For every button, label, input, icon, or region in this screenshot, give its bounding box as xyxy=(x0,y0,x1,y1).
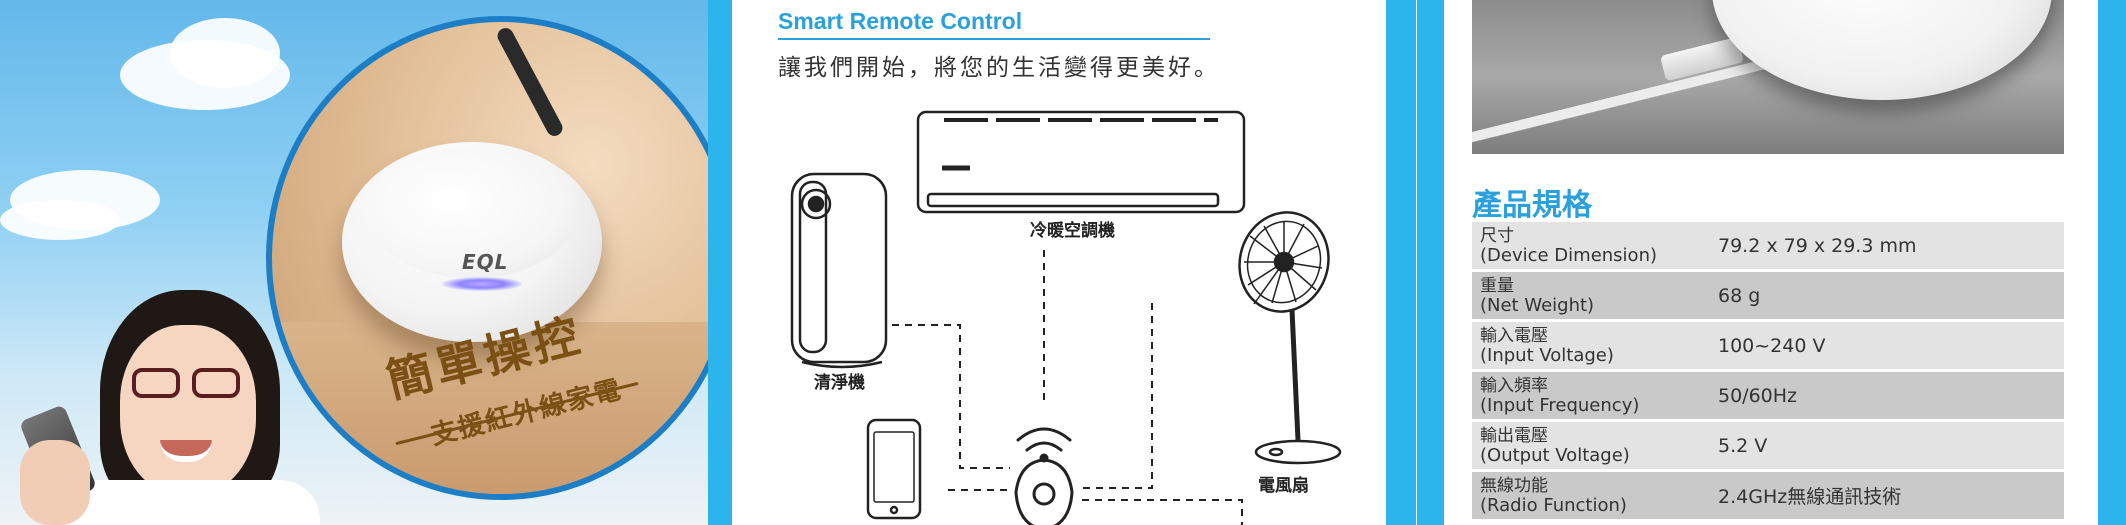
spec-label: 輸入頻率(Input Frequency) xyxy=(1472,375,1704,416)
spec-label-zh: 輸入頻率 xyxy=(1480,375,1548,396)
device-closeup-circle: EQL xyxy=(266,16,708,500)
wifi-signal-icon xyxy=(1016,427,1072,463)
spec-value: 79.2 x 79 x 29.3 mm xyxy=(1718,234,1917,257)
glasses-icon xyxy=(132,368,244,402)
product-photo xyxy=(1472,0,2064,154)
spec-value: 50/60Hz xyxy=(1718,384,1798,407)
spec-label-en: (Input Voltage) xyxy=(1480,344,1614,366)
spec-label-zh: 輸出電壓 xyxy=(1480,425,1548,446)
smiling-girl-figure xyxy=(18,290,320,525)
product-specs-panel: 產品規格 尺寸(Device Dimension) 79.2 x 79 x 29.… xyxy=(1444,0,2098,525)
girl-smile xyxy=(160,440,212,462)
spec-value: 5.2 V xyxy=(1718,434,1768,457)
specs-heading: 產品規格 xyxy=(1472,188,1592,223)
device-photo xyxy=(1712,0,2052,100)
section-tagline: 讓我們開始，將您的生活變得更美好。 xyxy=(778,55,1220,81)
device-top-cover xyxy=(366,148,578,278)
girl-face xyxy=(120,325,256,495)
smart-remote-icon xyxy=(1014,458,1074,525)
air-purifier-label: 清淨機 xyxy=(814,372,865,393)
panel-separator xyxy=(708,0,732,525)
spec-row: 輸入頻率(Input Frequency) 50/60Hz xyxy=(1472,372,2064,419)
spec-label: 無線功能(Radio Function) xyxy=(1472,475,1704,516)
girl-hand xyxy=(20,440,90,525)
spec-label: 輸出電壓(Output Voltage) xyxy=(1472,425,1704,466)
spec-label-en: (Input Frequency) xyxy=(1480,394,1640,416)
spec-label: 重量(Net Weight) xyxy=(1472,275,1704,316)
product-lifestyle-photo: EQL 簡單操控 支援紅外線家電 xyxy=(0,0,708,525)
panel-separator xyxy=(1416,0,1417,525)
panel-separator xyxy=(1417,0,1444,525)
spec-label-zh: 尺寸 xyxy=(1480,225,1514,246)
smart-remote-device: EQL xyxy=(342,142,602,342)
air-purifier-icon xyxy=(790,172,888,369)
device-indicator-light xyxy=(442,277,522,291)
fan-label: 電風扇 xyxy=(1258,475,1309,496)
wooden-table xyxy=(272,322,708,494)
panel-separator xyxy=(1386,0,1416,525)
smartphone-icon xyxy=(866,418,922,520)
spec-label-en: (Device Dimension) xyxy=(1480,244,1658,266)
spec-value: 2.4GHz無線通訊技術 xyxy=(1718,486,1902,508)
spec-row: 尺寸(Device Dimension) 79.2 x 79 x 29.3 mm xyxy=(1472,222,2064,269)
spec-label: 尺寸(Device Dimension) xyxy=(1472,225,1704,266)
spec-row: 重量(Net Weight) 68 g xyxy=(1472,272,2064,319)
spec-value: 68 g xyxy=(1718,284,1761,307)
spec-label-zh: 重量 xyxy=(1480,275,1514,296)
heading-underline xyxy=(778,38,1210,40)
connectivity-diagram-panel: Smart Remote Control 讓我們開始，將您的生活變得更美好。 冷… xyxy=(732,0,1386,525)
air-conditioner-label: 冷暖空調機 xyxy=(1030,220,1115,241)
spec-label-zh: 輸入電壓 xyxy=(1480,325,1548,346)
air-conditioner-icon xyxy=(916,110,1246,214)
connection-lines xyxy=(892,250,1243,525)
cloud-decoration xyxy=(170,18,280,88)
fan-icon xyxy=(1238,211,1342,465)
usb-cable xyxy=(1472,56,1779,146)
appliance-diagram: 冷暖空調機 清淨機 xyxy=(790,110,1342,525)
spec-row: 輸入電壓(Input Voltage) 100~240 V xyxy=(1472,322,2064,369)
spec-label-zh: 無線功能 xyxy=(1480,475,1548,496)
spec-row: 無線功能(Radio Function) 2.4GHz無線通訊技術 xyxy=(1472,472,2064,519)
spec-label-en: (Net Weight) xyxy=(1480,294,1595,316)
panel-separator xyxy=(2098,0,2126,525)
specs-table: 尺寸(Device Dimension) 79.2 x 79 x 29.3 mm 重… xyxy=(1472,222,2064,522)
spec-value: 100~240 V xyxy=(1718,334,1826,357)
spec-label-en: (Output Voltage) xyxy=(1480,444,1630,466)
power-cable xyxy=(494,25,566,139)
cloud-decoration xyxy=(0,200,120,240)
device-logo: EQL xyxy=(462,250,509,274)
section-heading: Smart Remote Control xyxy=(778,8,1023,34)
spec-label: 輸入電壓(Input Voltage) xyxy=(1472,325,1704,366)
girl-shirt xyxy=(60,480,320,525)
spec-row: 輸出電壓(Output Voltage) 5.2 V xyxy=(1472,422,2064,469)
spec-label-en: (Radio Function) xyxy=(1480,494,1627,516)
